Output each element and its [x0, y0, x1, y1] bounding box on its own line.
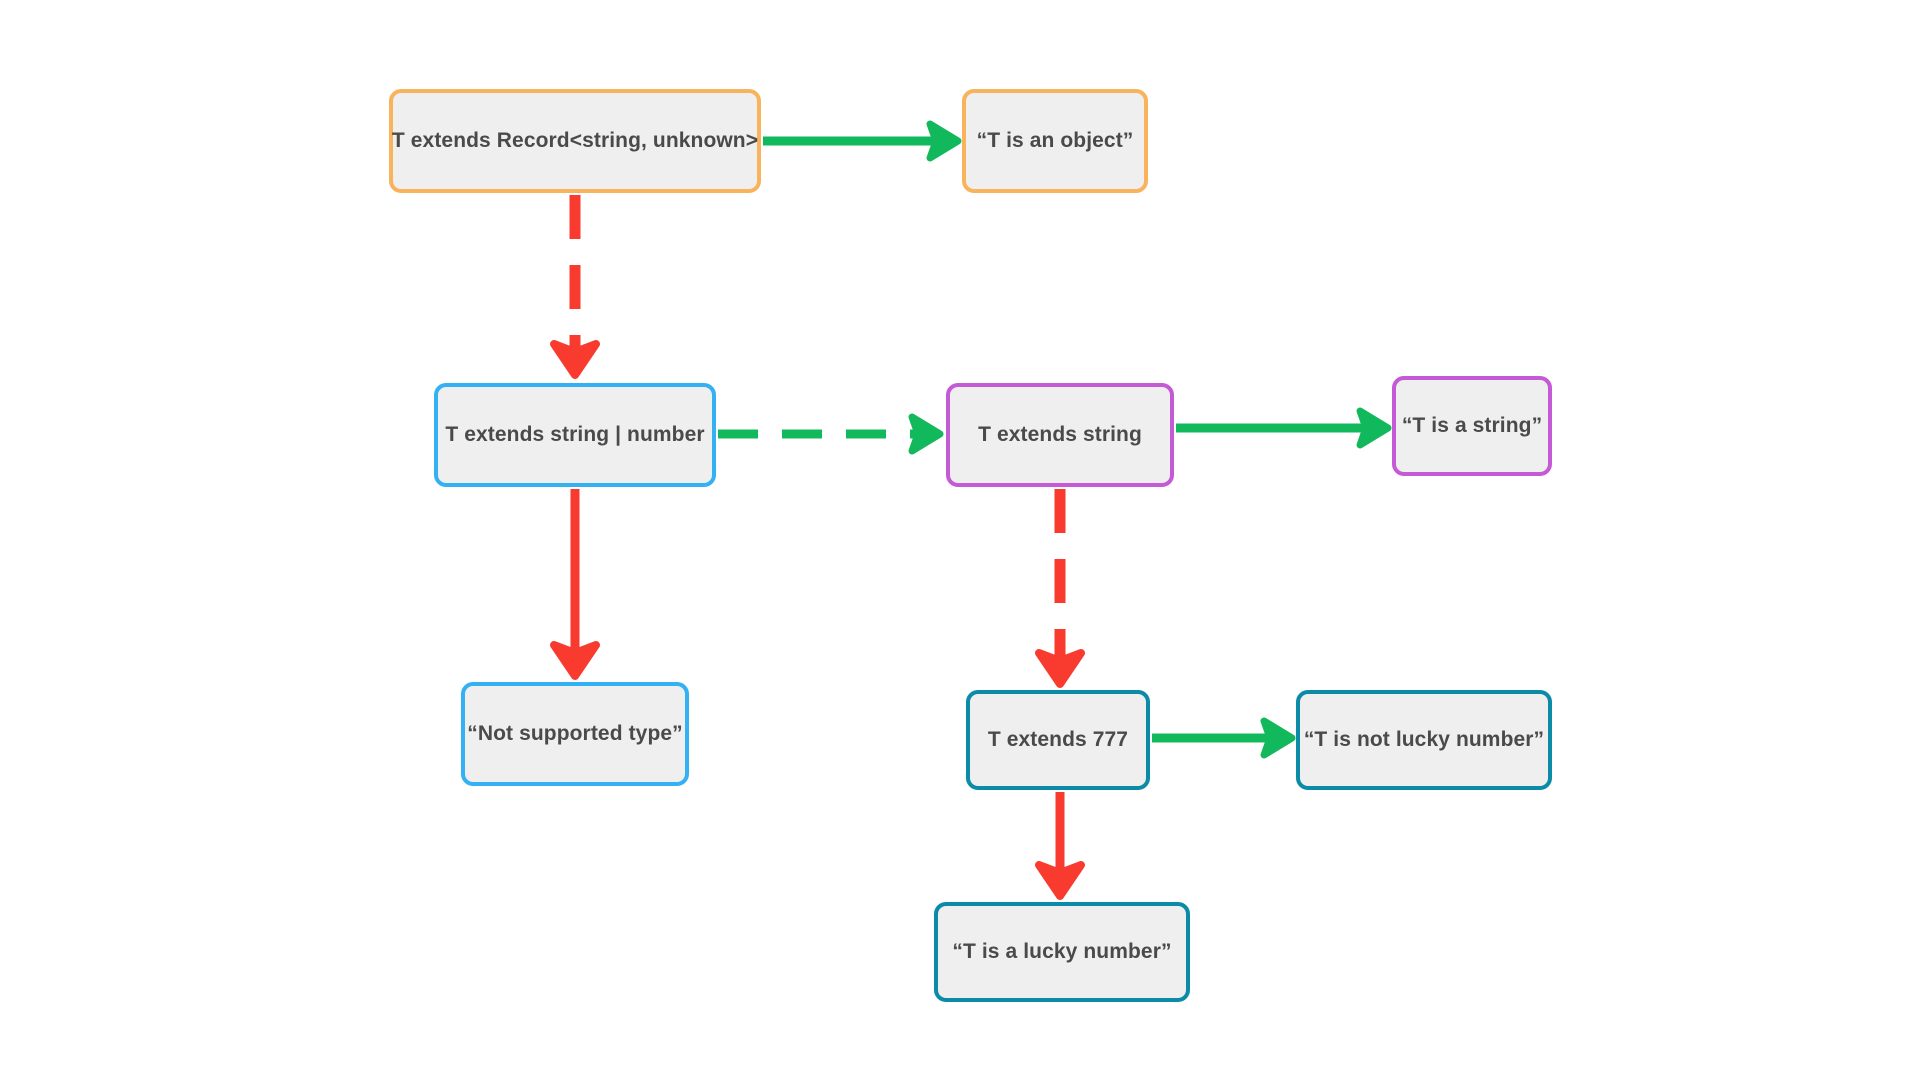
node-label: “Not supported type” [467, 722, 683, 746]
node-lucky-number[interactable]: “T is a lucky number” [934, 902, 1190, 1002]
node-label: “T is a string” [1401, 414, 1543, 438]
node-is-string[interactable]: “T is a string” [1392, 376, 1552, 476]
node-label: “T is not lucky number” [1303, 728, 1545, 752]
edge-extends-string-to-is-string [1176, 407, 1392, 449]
node-string-or-number[interactable]: T extends string | number [434, 383, 716, 487]
node-label: T extends string [978, 423, 1142, 447]
node-record[interactable]: T extends Record<string, unknown> [389, 89, 761, 193]
node-extends-string[interactable]: T extends string [946, 383, 1174, 487]
edge-string-or-number-to-extends-string [718, 413, 944, 455]
edge-extends-string-to-extends-777 [1035, 489, 1085, 688]
node-not-supported[interactable]: “Not supported type” [461, 682, 689, 786]
node-label: “T is a lucky number” [952, 940, 1172, 964]
node-not-lucky-number[interactable]: “T is not lucky number” [1296, 690, 1552, 790]
node-label: T extends 777 [987, 728, 1129, 752]
edge-record-to-is-object [763, 120, 962, 162]
edge-extends-777-to-not-lucky [1152, 717, 1296, 759]
node-label: T extends string | number [445, 423, 705, 447]
node-is-object[interactable]: “T is an object” [962, 89, 1148, 193]
edge-record-to-string-or-number [550, 195, 600, 379]
node-label: T extends Record<string, unknown> [391, 129, 759, 153]
node-extends-777[interactable]: T extends 777 [966, 690, 1150, 790]
node-label: “T is an object” [976, 129, 1134, 153]
edge-string-or-number-to-not-supported [550, 489, 600, 680]
edge-extends-777-to-lucky [1035, 792, 1085, 900]
